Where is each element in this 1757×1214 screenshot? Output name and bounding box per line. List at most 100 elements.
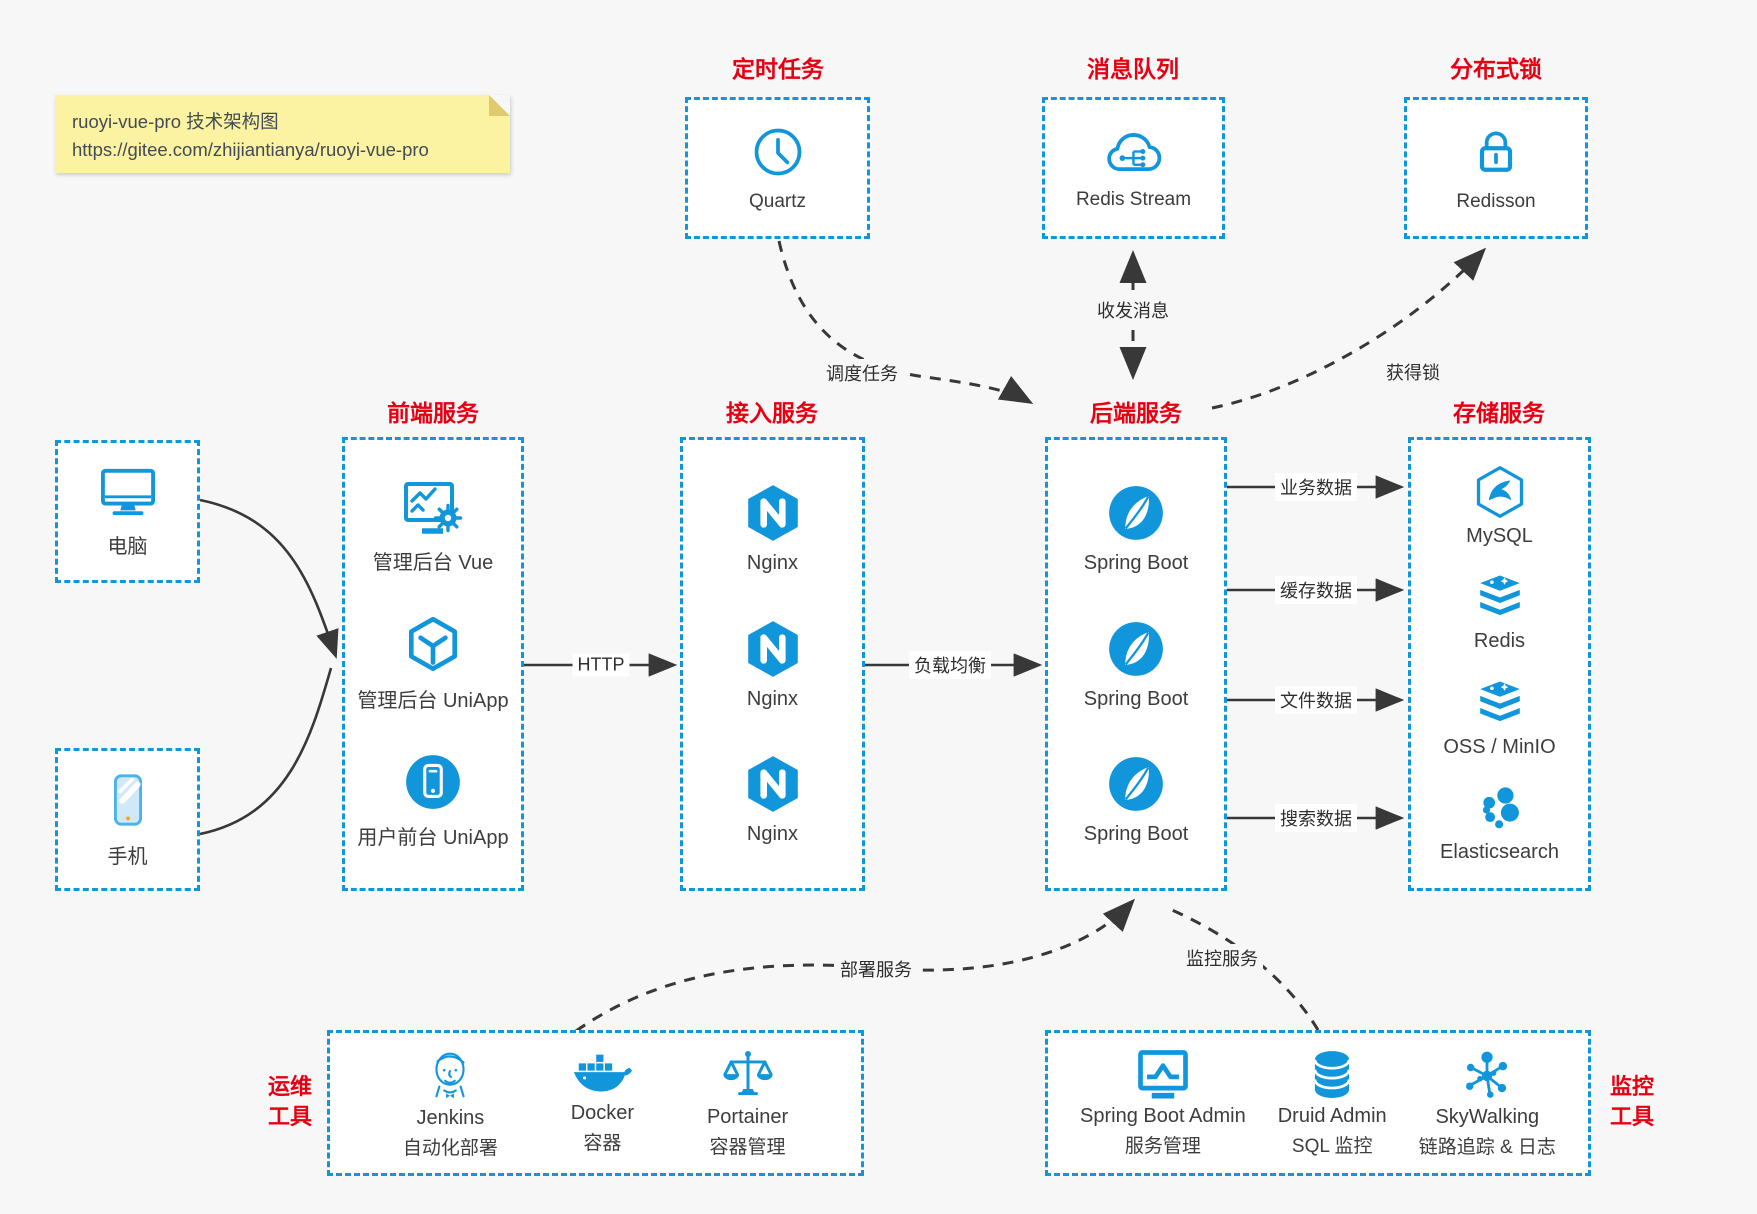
frontend-box: 管理后台 Vue 管理后台 UniApp 用户前台 UniApp xyxy=(342,437,524,891)
scheduler-box: Quartz xyxy=(685,97,870,239)
ops-node-desc: 容器管理 xyxy=(709,1137,786,1158)
gateway-box: Nginx Nginx Nginx xyxy=(680,437,865,891)
ops-box: Jenkins 自动化部署 Docker 容器 Portainer 容器管理 xyxy=(327,1030,864,1176)
backend-node-label: Spring Boot xyxy=(1083,687,1189,710)
lock-box: Redisson xyxy=(1404,97,1588,239)
nginx-icon xyxy=(742,618,804,680)
monitor-node-name: Druid Admin xyxy=(1277,1105,1387,1127)
monitor-node-desc: 链路追踪 & 日志 xyxy=(1418,1137,1556,1158)
frontend-node-user-uniapp: 用户前台 UniApp xyxy=(357,751,509,850)
ops-title: 运维 工具 xyxy=(267,1074,313,1129)
spring-boot-icon xyxy=(1105,753,1167,815)
monitor-node-name: Spring Boot Admin xyxy=(1080,1105,1246,1127)
monitor-node-desc: SQL 监控 xyxy=(1291,1136,1373,1157)
jenkins-icon xyxy=(421,1046,479,1104)
edge-label-http: HTTP xyxy=(572,653,630,677)
storage-node-elasticsearch: Elasticsearch xyxy=(1440,782,1559,864)
backend-node-label: Spring Boot xyxy=(1083,822,1189,845)
monitor-node-sba: Spring Boot Admin 服务管理 xyxy=(1080,1048,1246,1158)
monitor-box: Spring Boot Admin 服务管理 Druid Admin SQL 监… xyxy=(1045,1030,1591,1176)
storage-node-label: OSS / MinIO xyxy=(1443,735,1556,758)
gateway-node-label: Nginx xyxy=(746,822,799,845)
gateway-node-label: Nginx xyxy=(746,552,799,575)
clock-icon xyxy=(750,124,806,180)
computer-label: 电脑 xyxy=(107,535,148,558)
monitor-node-druid: Druid Admin SQL 监控 xyxy=(1278,1048,1387,1158)
admin-vue-icon xyxy=(401,478,465,538)
backend-node-spring-1: Spring Boot xyxy=(1083,482,1189,575)
edge-label-deploy: 部署服务 xyxy=(835,955,917,983)
storage-node-label: Elasticsearch xyxy=(1440,841,1559,864)
gateway-node-nginx-3: Nginx xyxy=(742,753,804,846)
ops-node-desc: 容器 xyxy=(583,1133,622,1154)
scheduler-title: 定时任务 xyxy=(732,56,824,82)
frontend-node-label: 管理后台 Vue xyxy=(372,552,494,575)
storage-node-redis: Redis xyxy=(1473,571,1527,653)
note-url: https://gitee.com/zhijiantianya/ruoyi-vu… xyxy=(72,138,429,160)
frontend-title: 前端服务 xyxy=(387,400,479,426)
monitor-chart-icon xyxy=(1133,1048,1193,1102)
backend-node-label: Spring Boot xyxy=(1083,552,1189,575)
frontend-node-label: 管理后台 UniApp xyxy=(357,689,509,712)
edge-phone-frontend xyxy=(199,667,333,836)
ops-node-docker: Docker 容器 xyxy=(571,1051,634,1155)
storage-title: 存储服务 xyxy=(1453,400,1545,426)
frontend-node-admin-uniapp: 管理后台 UniApp xyxy=(357,614,509,713)
smartphone-icon xyxy=(99,771,157,829)
frontend-node-label: 用户前台 UniApp xyxy=(357,826,509,849)
gateway-node-nginx-1: Nginx xyxy=(742,482,804,575)
edge-label-getlock: 获得锁 xyxy=(1381,358,1445,386)
sticky-note: ruoyi-vue-pro 技术架构图 https://gitee.com/zh… xyxy=(55,95,510,173)
gateway-node-nginx-2: Nginx xyxy=(742,618,804,711)
lock-item-label: Redisson xyxy=(1456,190,1536,212)
backend-node-spring-2: Spring Boot xyxy=(1083,618,1189,711)
lock-title: 分布式锁 xyxy=(1450,56,1542,82)
phone-label: 手机 xyxy=(107,845,148,868)
phone-box: 手机 xyxy=(55,748,200,891)
mysql-icon xyxy=(1472,464,1528,520)
monitor-node-skywalking: SkyWalking 链路追踪 & 日志 xyxy=(1419,1047,1556,1159)
gateway-title: 接入服务 xyxy=(726,400,818,426)
note-title: ruoyi-vue-pro 技术架构图 xyxy=(72,111,279,132)
scheduler-item-label: Quartz xyxy=(748,190,807,212)
ops-node-name: Portainer xyxy=(706,1106,789,1128)
network-node-icon xyxy=(1459,1047,1515,1103)
padlock-icon xyxy=(1468,124,1524,180)
edge-label-lb: 负载均衡 xyxy=(909,651,991,679)
storage-node-label: MySQL xyxy=(1466,524,1533,547)
edge-label-search: 搜索数据 xyxy=(1275,804,1357,832)
mq-title: 消息队列 xyxy=(1087,56,1179,82)
ops-node-desc: 自动化部署 xyxy=(402,1138,498,1159)
ops-node-name: Docker xyxy=(570,1102,635,1124)
redis-icon xyxy=(1473,571,1527,625)
monitor-node-desc: 服务管理 xyxy=(1124,1136,1201,1157)
backend-title: 后端服务 xyxy=(1090,400,1182,426)
computer-box: 电脑 xyxy=(55,440,200,583)
edge-computer-frontend xyxy=(199,498,339,659)
elasticsearch-icon xyxy=(1473,782,1527,836)
user-app-icon xyxy=(402,751,464,813)
mq-item-label: Redis Stream xyxy=(1075,189,1192,210)
ops-node-jenkins: Jenkins 自动化部署 xyxy=(403,1046,498,1160)
edge-schedule-task xyxy=(777,240,1034,404)
spring-boot-icon xyxy=(1105,618,1167,680)
edge-label-monitoring: 监控服务 xyxy=(1181,944,1263,972)
edge-label-file: 文件数据 xyxy=(1275,686,1357,714)
edge-label-biz: 业务数据 xyxy=(1275,473,1357,501)
spring-boot-icon xyxy=(1105,482,1167,544)
ops-node-portainer: Portainer 容器管理 xyxy=(707,1047,788,1159)
monitor-node-name: SkyWalking xyxy=(1435,1106,1540,1128)
monitor-title: 监控 工具 xyxy=(1609,1074,1655,1129)
storage-node-oss-minio: OSS / MinIO xyxy=(1443,677,1556,759)
docker-whale-icon xyxy=(571,1051,633,1099)
storage-box: MySQL Redis OSS / MinIO Elasticsearch xyxy=(1408,437,1591,891)
scales-icon xyxy=(720,1047,776,1103)
edge-label-schedule: 调度任务 xyxy=(821,359,903,387)
storage-node-mysql: MySQL xyxy=(1466,464,1533,548)
uniapp-cube-icon xyxy=(402,614,464,676)
ops-node-name: Jenkins xyxy=(416,1107,485,1129)
edge-label-message: 收发消息 xyxy=(1092,296,1174,324)
nginx-icon xyxy=(742,482,804,544)
gateway-node-label: Nginx xyxy=(746,687,799,710)
